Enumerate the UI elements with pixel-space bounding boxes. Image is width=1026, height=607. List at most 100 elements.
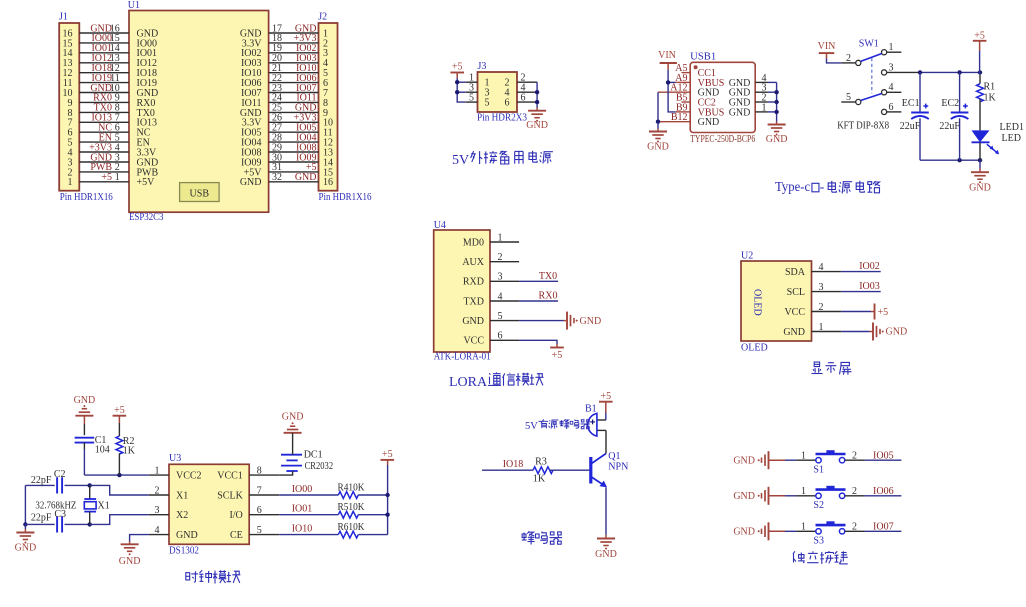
svg-text:GND: GND	[240, 177, 262, 188]
svg-text:IO05: IO05	[241, 128, 262, 139]
svg-text:27: 27	[272, 123, 282, 134]
svg-text:IO07: IO07	[241, 88, 262, 99]
svg-text:7: 7	[68, 118, 73, 129]
svg-text:GND: GND	[526, 120, 548, 131]
svg-text:IO18: IO18	[503, 459, 524, 470]
svg-text:IO10: IO10	[292, 524, 313, 535]
svg-text:16: 16	[110, 23, 120, 34]
svg-text:4: 4	[819, 262, 824, 273]
svg-text:KFT DIP-8X8: KFT DIP-8X8	[837, 120, 889, 131]
svg-text:10: 10	[110, 83, 120, 94]
svg-text:1: 1	[819, 322, 824, 333]
svg-text:RXD: RXD	[463, 277, 484, 288]
svg-text:1: 1	[323, 28, 328, 39]
svg-text:32.768kHZ: 32.768kHZ	[35, 501, 76, 512]
svg-text:IO06: IO06	[296, 73, 317, 84]
svg-text:NC: NC	[98, 123, 112, 134]
svg-text:1: 1	[469, 73, 474, 84]
svg-text:IO12: IO12	[137, 58, 158, 69]
svg-text:6: 6	[521, 92, 526, 103]
svg-text:+5: +5	[382, 449, 393, 460]
svg-text:GND: GND	[119, 556, 141, 567]
svg-text:SCL: SCL	[787, 287, 805, 298]
svg-text:6: 6	[505, 98, 510, 109]
svg-text:EN: EN	[99, 132, 112, 143]
svg-text:R3: R3	[535, 456, 547, 467]
svg-text:3.3V: 3.3V	[242, 38, 263, 49]
svg-text:IO09: IO09	[296, 152, 317, 163]
svg-text:19: 19	[272, 43, 282, 54]
svg-text:OLED: OLED	[741, 343, 768, 354]
svg-text:IO10: IO10	[296, 63, 317, 74]
svg-text:IO12: IO12	[91, 53, 112, 64]
svg-text:PWB: PWB	[137, 167, 159, 178]
svg-text:8: 8	[323, 98, 328, 109]
svg-text:2: 2	[852, 450, 857, 461]
svg-text:6: 6	[257, 505, 262, 516]
svg-text:IO06: IO06	[873, 486, 894, 497]
svg-text:IO04: IO04	[296, 132, 317, 143]
svg-text:IO05: IO05	[296, 123, 317, 134]
svg-text:1: 1	[801, 486, 806, 497]
svg-text:Pin HDR1X16: Pin HDR1X16	[60, 192, 113, 203]
svg-text:GND: GND	[295, 172, 317, 183]
svg-text:GND: GND	[90, 23, 112, 34]
svg-text:GND: GND	[729, 97, 751, 108]
svg-text:USB1: USB1	[690, 52, 716, 63]
svg-text:2: 2	[852, 486, 857, 497]
svg-text:4: 4	[505, 88, 510, 99]
svg-text:TXD: TXD	[463, 296, 484, 307]
svg-text:CC2: CC2	[698, 97, 716, 108]
svg-text:USB: USB	[190, 189, 210, 200]
svg-text:R410K: R410K	[338, 483, 366, 494]
svg-text:+5V: +5V	[137, 177, 156, 188]
svg-text:GND: GND	[137, 88, 159, 99]
svg-text:2: 2	[498, 252, 503, 263]
svg-text:CE: CE	[230, 530, 243, 541]
svg-text:A9: A9	[675, 73, 687, 84]
svg-text:2: 2	[155, 485, 160, 496]
svg-text:B5: B5	[676, 92, 688, 103]
svg-text:18: 18	[272, 33, 282, 44]
svg-text:7: 7	[257, 485, 262, 496]
svg-text:4: 4	[521, 83, 526, 94]
svg-text:4: 4	[68, 147, 73, 158]
svg-text:5: 5	[115, 132, 120, 143]
svg-text:B1: B1	[585, 403, 597, 414]
svg-text:14: 14	[110, 43, 120, 54]
svg-text:3: 3	[498, 272, 503, 283]
svg-text:A12: A12	[670, 83, 687, 94]
svg-text:5: 5	[469, 92, 474, 103]
svg-text:IO18: IO18	[137, 68, 158, 79]
svg-text:GND: GND	[240, 108, 262, 119]
svg-text:4: 4	[498, 291, 503, 302]
svg-text:IO04: IO04	[241, 138, 262, 149]
svg-text:13: 13	[323, 147, 333, 158]
svg-text:15: 15	[323, 167, 333, 178]
svg-text:21: 21	[272, 63, 282, 74]
svg-text:IO01: IO01	[292, 504, 313, 515]
svg-text:IO13: IO13	[137, 118, 158, 129]
svg-text:12: 12	[110, 63, 120, 74]
svg-text:IO11: IO11	[296, 93, 316, 104]
svg-text:IO01: IO01	[137, 48, 158, 59]
svg-text:Pin HDR1X16: Pin HDR1X16	[319, 192, 372, 203]
svg-text:28: 28	[272, 132, 282, 143]
svg-text:S3: S3	[813, 536, 824, 547]
svg-text:1: 1	[68, 177, 73, 188]
svg-text:VIN: VIN	[818, 41, 836, 52]
svg-text:1: 1	[801, 522, 806, 533]
svg-text:J2: J2	[318, 12, 327, 23]
svg-text:GND: GND	[729, 107, 751, 118]
svg-text:17: 17	[272, 23, 282, 34]
svg-text:20: 20	[272, 53, 282, 64]
svg-text:IO07: IO07	[873, 522, 894, 533]
svg-text:IO01: IO01	[91, 43, 112, 54]
svg-text:6: 6	[498, 331, 503, 342]
svg-text:SDA: SDA	[785, 267, 806, 278]
svg-text:U3: U3	[169, 453, 181, 464]
svg-text:GND: GND	[282, 412, 304, 423]
svg-text:7: 7	[115, 113, 120, 124]
svg-text:GND: GND	[137, 28, 159, 39]
svg-text:U1: U1	[128, 0, 140, 11]
